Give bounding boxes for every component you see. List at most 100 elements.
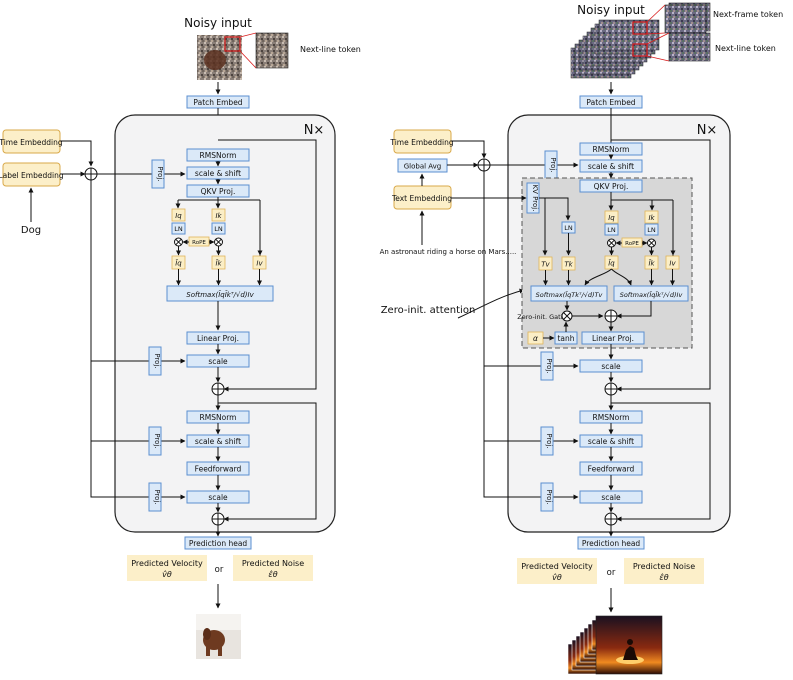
right-patch-embed-label: Patch Embed bbox=[586, 98, 635, 107]
left-prediction-head-box bbox=[184, 536, 252, 550]
left-dog-label: Dog bbox=[21, 225, 41, 236]
right-feedforward-label: Feedforward bbox=[588, 465, 635, 474]
right-noise-symbol: ε̂θ bbox=[659, 572, 668, 582]
right-scale1-label: scale bbox=[601, 362, 621, 371]
right-or-label: or bbox=[607, 568, 616, 578]
right-noisy-frames bbox=[570, 2, 711, 79]
svg-text:Proj.: Proj. bbox=[545, 433, 553, 448]
left-ln-q-label: LN bbox=[174, 225, 183, 233]
left-rmsnorm2-label: RMSNorm bbox=[200, 413, 237, 422]
left-velocity-box bbox=[127, 555, 207, 581]
left-linear-proj-label: Linear Proj. bbox=[197, 334, 239, 343]
svg-text:Proj.: Proj. bbox=[545, 358, 553, 373]
left-patch-embed-label: Patch Embed bbox=[193, 98, 242, 107]
right-output-frames bbox=[567, 615, 663, 675]
left-feedforward-label: Feedforward bbox=[195, 465, 242, 474]
right-qkv-proj-label: QKV Proj. bbox=[594, 182, 629, 191]
left-prediction-head-label: Prediction head bbox=[189, 539, 248, 548]
right-rmsnorm2-label: RMSNorm bbox=[593, 413, 630, 422]
right-zero-init-attention-label: Zero-init. attention bbox=[381, 305, 476, 316]
right-prediction-head-box bbox=[577, 536, 645, 550]
right-time-embedding-label: Time Embedding bbox=[389, 138, 454, 147]
left-output-image bbox=[196, 614, 241, 659]
right-prediction-head-label: Prediction head bbox=[582, 539, 641, 548]
left-noise-label: Predicted Noise bbox=[242, 559, 304, 568]
right-rope-label: RoPE bbox=[625, 241, 639, 247]
svg-text:Proj.: Proj. bbox=[153, 433, 161, 448]
svg-text:Proj.: Proj. bbox=[545, 489, 553, 504]
left-qkv-proj-label: QKV Proj. bbox=[201, 187, 236, 196]
left-scale-shift1-label: scale & shift bbox=[195, 169, 241, 178]
left-noise-box bbox=[233, 555, 313, 581]
right-scale-shift1-label: scale & shift bbox=[588, 162, 634, 171]
left-transformer-block bbox=[114, 114, 336, 533]
left-softmax-box bbox=[166, 285, 274, 302]
left-ln-k-box bbox=[211, 222, 226, 235]
right-velocity-symbol: v̂θ bbox=[552, 572, 562, 582]
right-noise-label: Predicted Noise bbox=[633, 562, 695, 571]
left-or-label: or bbox=[215, 565, 224, 575]
left-rmsnorm1-label: RMSNorm bbox=[200, 151, 237, 160]
right-proj-boxes: Proj. Proj. Proj. Proj. bbox=[540, 150, 558, 512]
right-noise-box bbox=[624, 558, 704, 584]
left-noisy-image bbox=[197, 32, 289, 80]
left-softmax-label: Softmax(ĨqĨkᵀ/√d)Iv bbox=[186, 290, 254, 299]
right-ln-q-label: LN bbox=[607, 226, 616, 234]
right-scale-shift2-label: scale & shift bbox=[588, 437, 634, 446]
right-tv-label: Tv bbox=[541, 261, 550, 269]
left-velocity-symbol: v̂θ bbox=[162, 569, 172, 579]
right-scale2-label: scale bbox=[601, 493, 621, 502]
left-label-embedding-label: Label Embedding bbox=[0, 171, 64, 180]
right-linear-proj-box bbox=[581, 331, 645, 345]
right-ln-text-label: LN bbox=[564, 224, 573, 232]
left-scale-shift2-label: scale & shift bbox=[195, 437, 241, 446]
right-alpha-label: α bbox=[533, 334, 538, 343]
right-velocity-box bbox=[517, 558, 597, 584]
svg-text:Proj.: Proj. bbox=[153, 489, 161, 504]
right-tk-label: Tk bbox=[564, 261, 573, 269]
left-noisy-input-title: Noisy input bbox=[184, 16, 252, 30]
left-ik-box bbox=[211, 208, 226, 222]
right-ln-k-label: LN bbox=[647, 226, 656, 234]
left-ik-tilde-label: Ĩk bbox=[215, 259, 222, 268]
right-tanh-label: tanh bbox=[557, 334, 574, 343]
left-ln-k-label: LN bbox=[214, 225, 223, 233]
svg-text:Proj.: Proj. bbox=[153, 353, 161, 368]
right-next-line-token-label: Next-line token bbox=[715, 44, 776, 53]
svg-text:Proj.: Proj. bbox=[156, 166, 164, 181]
right-ln-k-box bbox=[644, 223, 659, 236]
right-noisy-input-title: Noisy input bbox=[577, 3, 645, 17]
right-nx-label: N× bbox=[697, 123, 718, 138]
left-iq-label: Iq bbox=[175, 212, 182, 220]
right-diagram: Noisy input Next-frame token Next-line t… bbox=[380, 2, 783, 675]
left-next-line-token-label: Next-line token bbox=[300, 45, 361, 54]
right-iq-label: Iq bbox=[608, 214, 615, 222]
right-iq-box bbox=[604, 210, 619, 224]
left-proj-boxes: Proj. Proj. Proj. Proj. bbox=[148, 159, 165, 512]
right-ln-q-box bbox=[604, 223, 619, 236]
right-rmsnorm1-label: RMSNorm bbox=[593, 145, 630, 154]
left-ln-q-box bbox=[171, 222, 186, 235]
right-prompt-text: An astronaut riding a horse on Mars..... bbox=[380, 248, 517, 256]
right-next-frame-token-label: Next-frame token bbox=[713, 10, 783, 19]
left-time-embedding-label: Time Embedding bbox=[0, 138, 63, 147]
left-nx-label: N× bbox=[304, 123, 325, 138]
left-noise-symbol: ε̂θ bbox=[268, 569, 277, 579]
right-iv-label: Iv bbox=[669, 260, 676, 268]
left-ik-label: Ik bbox=[215, 212, 222, 220]
right-ik-tilde-label: Ĩk bbox=[648, 259, 655, 268]
right-zero-gating-label: Zero-init. Gating bbox=[517, 313, 570, 321]
left-scale1-label: scale bbox=[208, 357, 228, 366]
right-softmax-img-label: Softmax(ĨqĨkᵀ/√d)Iv bbox=[620, 290, 683, 299]
svg-text:Proj.: Proj. bbox=[549, 157, 557, 172]
right-linear-proj-label: Linear Proj. bbox=[592, 334, 634, 343]
right-ik-label: Ik bbox=[648, 214, 655, 222]
left-rope-label: RoPE bbox=[192, 240, 206, 246]
right-kv-proj-label: KV Proj. bbox=[531, 185, 539, 212]
left-iq-tilde-label: Ĩq bbox=[175, 259, 182, 268]
left-velocity-label: Predicted Velocity bbox=[131, 559, 203, 568]
right-ik-box bbox=[644, 210, 659, 224]
right-text-embedding-label: Text Embedding bbox=[391, 194, 452, 203]
left-diagram: Noisy input Next-line token Patch Embed … bbox=[0, 16, 361, 659]
